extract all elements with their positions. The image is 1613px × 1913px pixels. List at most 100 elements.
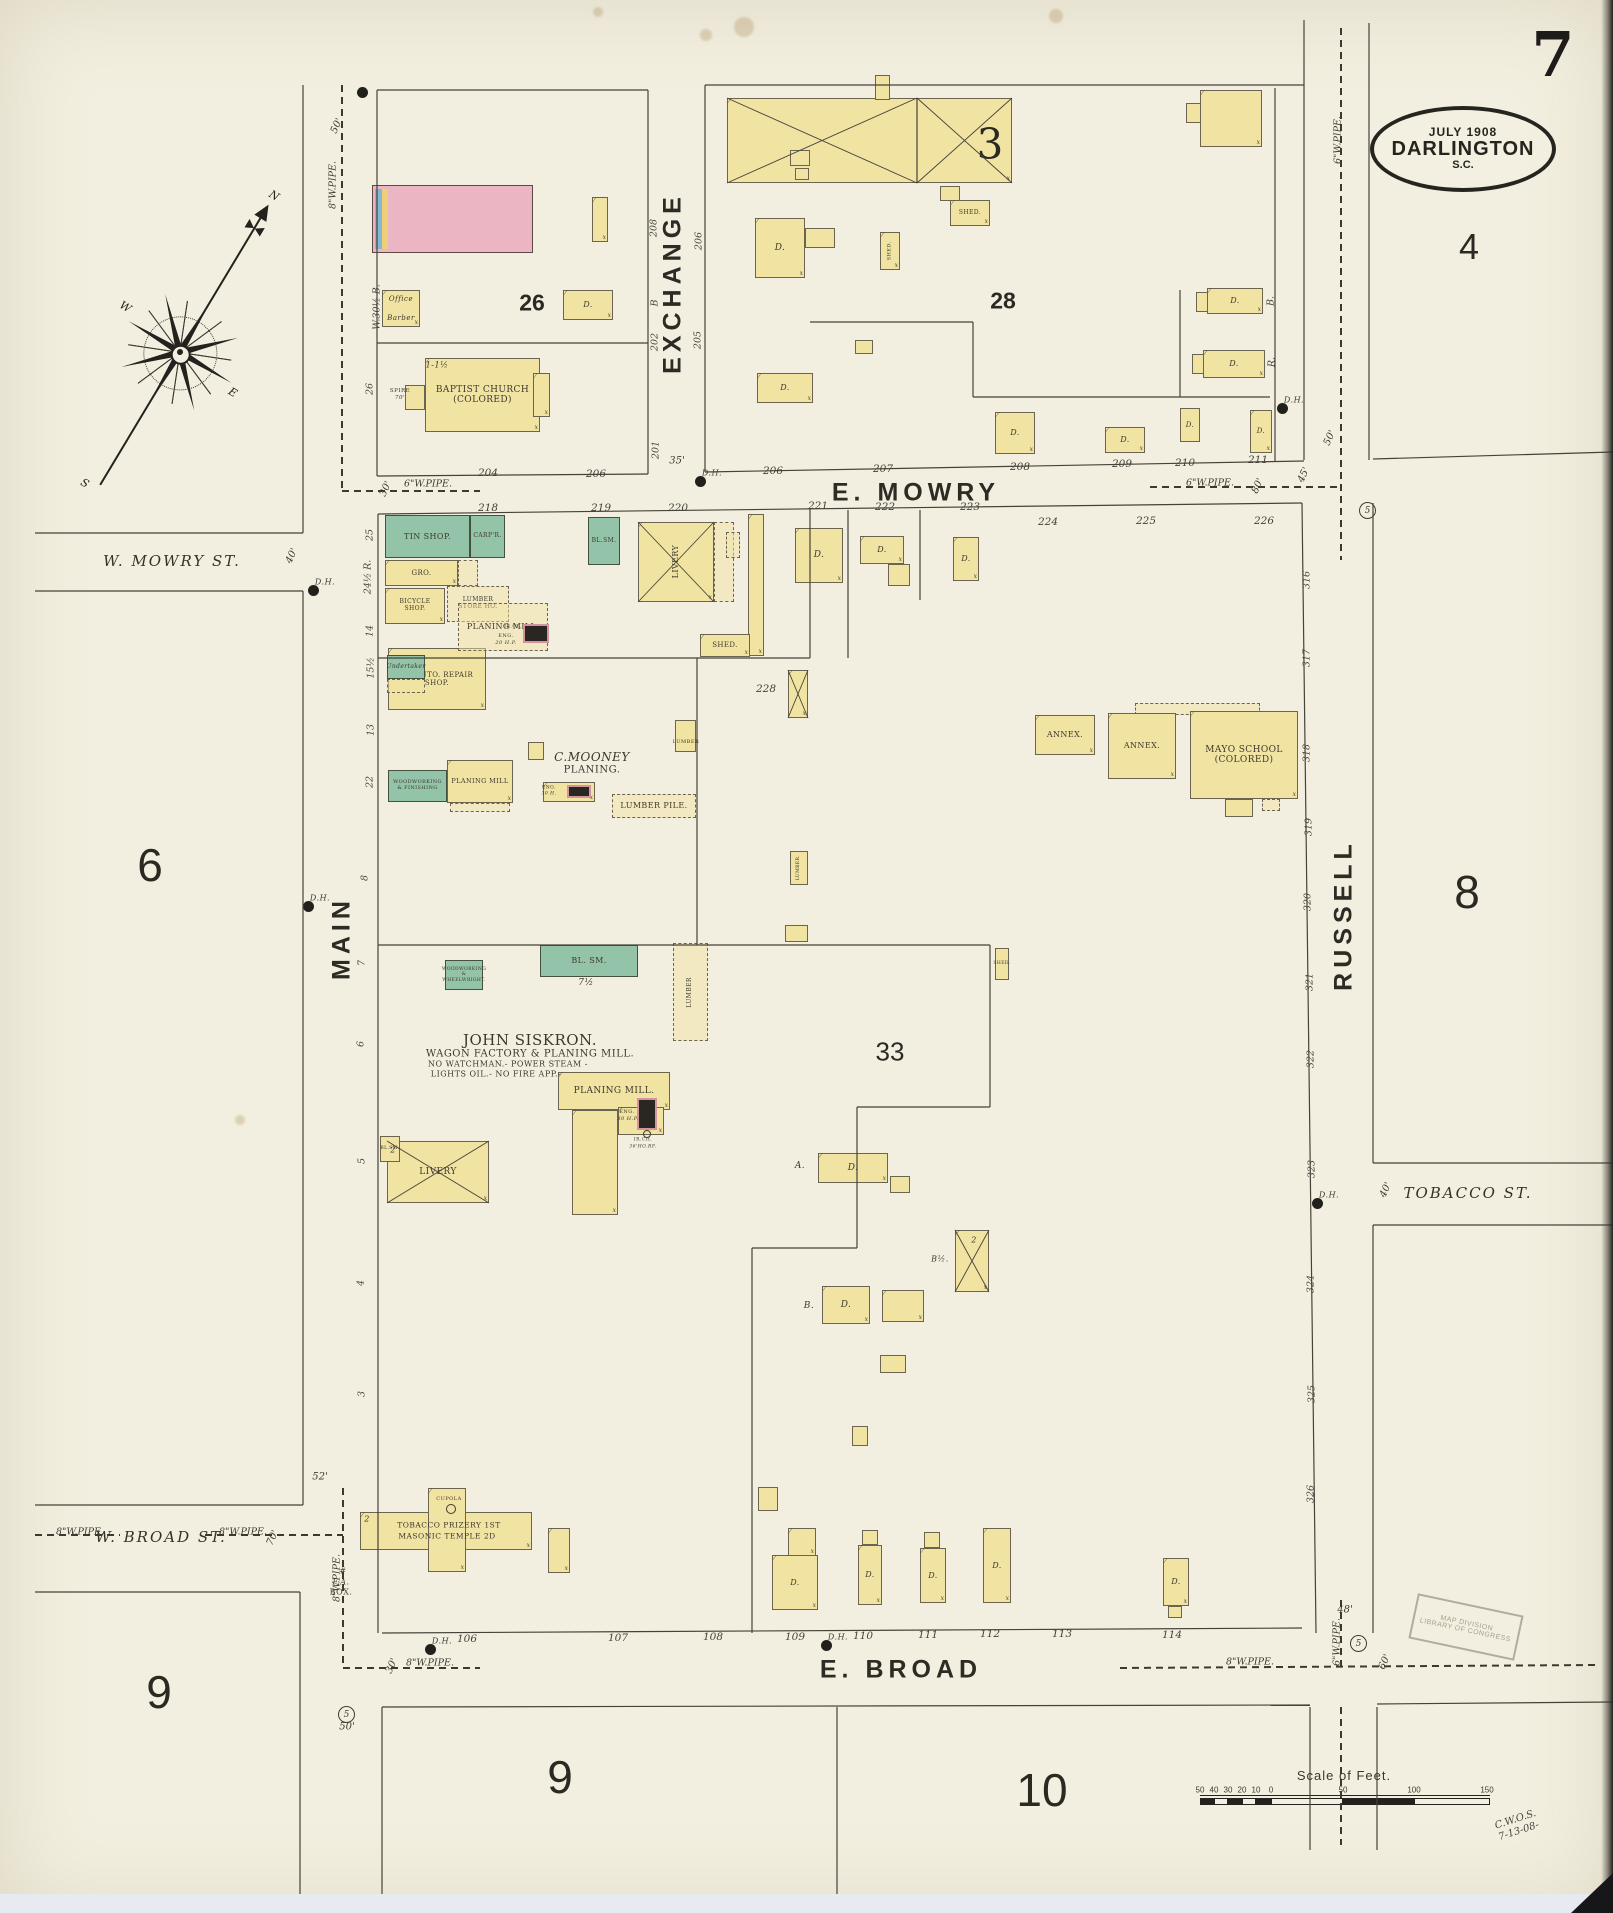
block-number: 8 (1454, 866, 1480, 918)
lot-number: 321 (1304, 972, 1316, 992)
fire-hydrant-marker (1312, 1198, 1323, 1209)
scale-label: Scale of Feet. (1296, 1768, 1392, 1783)
story-mark: ⁄ (545, 782, 547, 789)
building-label: D. (847, 1162, 859, 1173)
house-number: 218 (477, 502, 499, 514)
annotation: D.H. (1283, 395, 1305, 405)
street-width-label: 50' (328, 116, 346, 136)
annotation: A. (794, 1161, 806, 1171)
corner-mark: x (802, 710, 806, 717)
house-number: 222 (874, 501, 896, 513)
story-mark: ⁄ (560, 1072, 562, 1079)
fire-hydrant-marker (695, 476, 706, 487)
lot-number: R. (1266, 356, 1278, 368)
block-number: 9 (146, 1666, 172, 1718)
building (890, 1176, 910, 1193)
annotation: D.H. (431, 1636, 453, 1646)
corner-mark: x (507, 795, 511, 802)
house-number: 228 (755, 683, 777, 695)
building: D.⁄x (858, 1545, 882, 1605)
building-label: WOODWORKING & WHEELWRIGHT. (441, 967, 487, 983)
building: BL. SM. (540, 945, 638, 977)
lot-number: B. (1265, 295, 1277, 307)
street-name: E. BROAD (819, 1655, 983, 1684)
house-number: 204 (477, 467, 499, 479)
lot-number: 322 (1305, 1049, 1317, 1069)
story-mark: ⁄ (882, 232, 884, 239)
annotation: Office (388, 295, 414, 303)
paper-stain (1049, 9, 1063, 23)
corner-mark: x (1266, 445, 1270, 452)
corner-mark: x (534, 424, 538, 431)
building: D.⁄x (795, 528, 843, 583)
annotation: 2 (971, 1235, 977, 1245)
street-name: E. MOWRY (831, 478, 1001, 507)
block-number: 10 (1016, 1764, 1068, 1816)
building-label: Undertaker (386, 662, 426, 670)
building-label: D. (992, 1560, 1002, 1570)
corner-mark: x (658, 1127, 662, 1134)
building-label: D. (774, 242, 786, 253)
story-mark: ⁄ (922, 1548, 924, 1555)
building (637, 1098, 657, 1130)
building: D.⁄x (995, 412, 1035, 454)
story-mark: ⁄ (449, 760, 451, 767)
street-name: TOBACCO ST. (1403, 1184, 1533, 1202)
annotation: 36'HO.RF. (629, 1144, 657, 1150)
building (875, 75, 890, 100)
building: D.⁄x (1105, 427, 1145, 453)
building: ⁄x (727, 98, 1012, 183)
street-width-label: 30' (377, 479, 395, 499)
corner-mark: x (799, 270, 803, 277)
house-number: 106 (456, 1633, 478, 1645)
building-label: D. (840, 1299, 852, 1310)
building: ⁄x (533, 373, 550, 417)
lot-number: 325 (1306, 1384, 1318, 1404)
corner-mark: x (483, 1195, 487, 1202)
scale-bar-segment (1228, 1798, 1242, 1805)
scale-bar-segment (1242, 1798, 1256, 1805)
house-number: 206 (585, 468, 607, 480)
corner-mark: x (1089, 747, 1093, 754)
street-name: RUSSELL (1329, 839, 1358, 991)
building (387, 679, 425, 693)
scale-bar-segment (1200, 1798, 1214, 1805)
corner-mark: x (452, 578, 456, 585)
building-label: BAPTIST CHURCH (COLORED) (435, 384, 530, 405)
building: D.⁄x (755, 218, 805, 278)
adjacent-sheet-number: 4 (1458, 226, 1480, 267)
story-mark: ⁄ (390, 648, 392, 655)
corner-mark: x (894, 262, 898, 269)
house-number: 223 (959, 501, 981, 513)
building: TIN SHOP. (385, 515, 470, 558)
badge-date: JULY 1908 (1428, 125, 1498, 140)
building-label: D. (1256, 427, 1266, 436)
compass-letter-s: S (78, 475, 92, 491)
story-mark: ⁄ (594, 197, 596, 204)
annotation: 70' (394, 395, 406, 401)
building-label: D. (865, 1570, 875, 1580)
building-label: SHED. (886, 241, 893, 261)
corner-mark: x (664, 1102, 668, 1109)
story-mark: ⁄ (729, 98, 731, 105)
story-mark: ⁄ (774, 1555, 776, 1562)
corner-mark: x (1005, 1595, 1009, 1602)
scale-bar-segment (1271, 1798, 1343, 1805)
block-number: 33 (875, 1036, 905, 1067)
building-label: LUMBER STORE HO. (458, 596, 498, 610)
story-mark: ⁄ (952, 200, 954, 207)
building-label: D. (877, 545, 887, 555)
building-label: CARP'R. (473, 532, 502, 540)
building-label: PLANING MILL (451, 776, 509, 785)
building (714, 522, 734, 602)
building: CARP'R. (470, 515, 505, 558)
story-mark: ⁄ (824, 1286, 826, 1293)
badge-city: DARLINGTON (1391, 138, 1535, 161)
building-label: D. (813, 550, 825, 561)
block-number: 3 (976, 119, 1004, 169)
building (785, 925, 808, 942)
building (758, 1487, 778, 1511)
building (855, 340, 873, 354)
story-mark: ⁄ (985, 1528, 987, 1535)
